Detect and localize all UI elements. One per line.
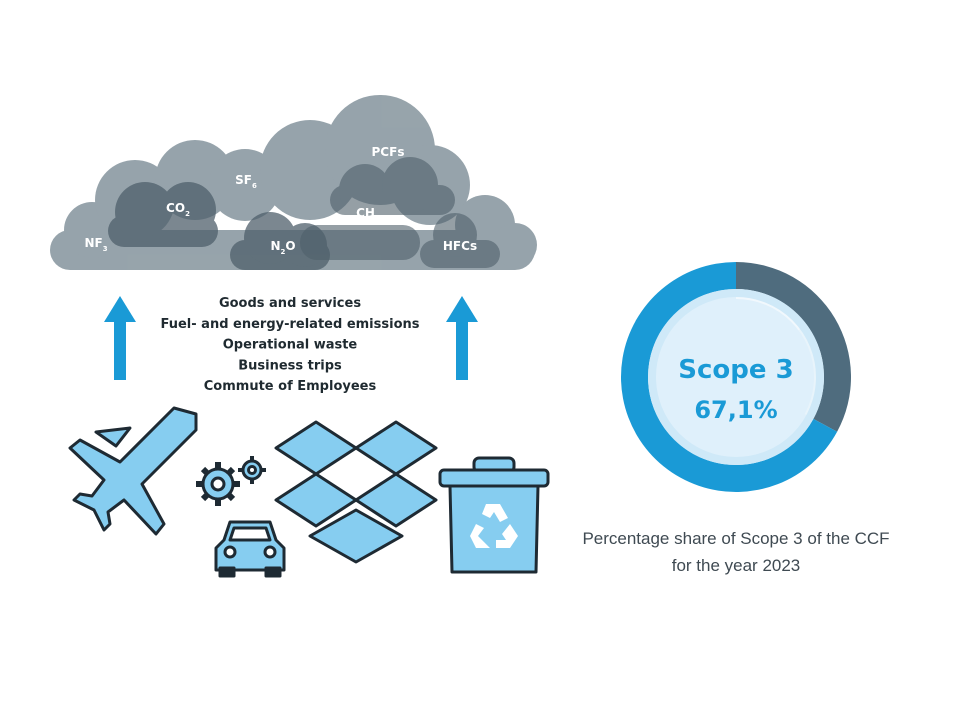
nf3-label: NF3 <box>84 236 107 253</box>
sf6-label: SF6 <box>235 173 257 190</box>
activity-icons <box>68 406 550 578</box>
co2-label: CO2 <box>166 201 190 218</box>
ch4-label: CH4 <box>356 206 380 223</box>
caption-line-2: for the year 2023 <box>672 556 801 575</box>
chart-value-label: 67,1% <box>694 396 777 424</box>
category-item: Goods and services <box>219 296 361 311</box>
chart-title: Scope 3 <box>678 355 793 385</box>
arrow-up-right-icon <box>446 296 478 380</box>
caption-line-1: Percentage share of Scope 3 of the CCF <box>582 529 889 548</box>
donut-slice-other <box>736 262 852 432</box>
cloud-front-left <box>108 182 218 247</box>
upward-arrows <box>104 296 478 380</box>
category-item: Operational waste <box>223 338 358 353</box>
pcfs-label: PCFs <box>372 145 405 159</box>
dropbox-icon <box>274 420 438 564</box>
car-icon <box>214 520 286 578</box>
airplane-icon <box>68 406 198 536</box>
gears-icon <box>196 456 266 506</box>
hfcs-label: HFCs <box>443 239 477 253</box>
category-item: Fuel- and energy-related emissions <box>160 317 419 332</box>
category-item: Commute of Employees <box>204 379 377 394</box>
category-item: Business trips <box>238 358 342 373</box>
donut-core <box>658 299 814 455</box>
recycle-bin-icon <box>438 456 550 574</box>
scope3-donut-chart <box>620 262 852 492</box>
recycle-symbol-icon <box>470 504 518 548</box>
cloud-front-right <box>300 157 500 268</box>
n2o-label: N2O <box>270 239 295 256</box>
arrow-up-left-icon <box>104 296 136 380</box>
donut-inner-band <box>648 289 824 465</box>
